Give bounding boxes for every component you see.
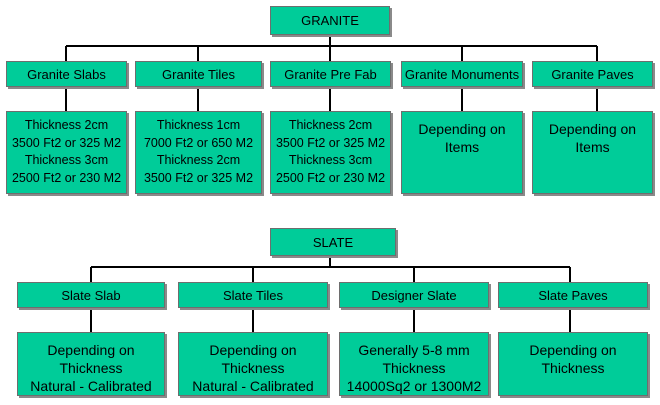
detail-line: Thickness (382, 360, 446, 376)
detail-line: Thickness (541, 360, 605, 376)
granite-category-label: Granite Paves (551, 66, 634, 82)
granite-category-box: Granite Paves (532, 61, 653, 87)
detail-line: Items (444, 139, 480, 155)
granite-category-label: Granite Slabs (27, 66, 106, 82)
detail-line: Depending on (548, 121, 637, 137)
slate-category-box: Slate Paves (498, 282, 648, 308)
detail-line: 7000 Ft2 or 650 M2 (143, 135, 254, 150)
detail-line: Thickness 2cm (288, 118, 373, 132)
granite-category-box: Granite Slabs (6, 61, 127, 87)
detail-line: Thickness (221, 360, 285, 376)
slate-category-box: Designer Slate (339, 282, 489, 308)
slate-detail-box: Generally 5-8 mm Thickness 14000Sq2 or 1… (339, 332, 489, 396)
detail-line: 14000Sq2 or 1300M2 (346, 378, 482, 394)
detail-line: Natural - Calibrated (192, 378, 314, 394)
granite-category-box: Granite Tiles (135, 61, 262, 87)
detail-line: 2500 Ft2 or 230 M2 (11, 170, 122, 185)
slate-category-label: Slate Slab (61, 287, 121, 303)
granite-root-box: GRANITE (270, 6, 390, 35)
detail-line: Natural - Calibrated (30, 378, 152, 394)
detail-line: Depending on (47, 342, 135, 358)
granite-category-label: Granite Monuments (404, 66, 520, 82)
slate-detail-box: Depending on Thickness Natural - Calibra… (178, 332, 328, 396)
granite-title: GRANITE (301, 13, 359, 28)
granite-detail-box: Thickness 2cm 3500 Ft2 or 325 M2 Thickne… (6, 111, 127, 194)
granite-detail-box: Thickness 2cm 3500 Ft2 or 325 M2 Thickne… (270, 111, 391, 194)
granite-category-box: Granite Pre Fab (270, 61, 391, 87)
detail-line: Thickness 1cm (156, 118, 241, 132)
granite-detail-box: Depending on Items (401, 111, 523, 194)
slate-category-box: Slate Slab (17, 282, 165, 308)
slate-category-label: Slate Tiles (223, 287, 283, 303)
slate-title: SLATE (312, 234, 354, 250)
slate-category-label: Slate Paves (538, 287, 608, 303)
detail-line: Thickness (59, 360, 123, 376)
slate-detail-box: Depending on Thickness (498, 332, 648, 396)
detail-line: 3500 Ft2 or 325 M2 (275, 135, 386, 150)
slate-detail-box: Depending on Thickness Natural - Calibra… (17, 332, 165, 396)
granite-category-box: Granite Monuments (401, 61, 523, 87)
slate-category-box: Slate Tiles (178, 282, 328, 308)
granite-detail-box: Depending on Items (532, 111, 653, 194)
slate-root-box: SLATE (270, 228, 396, 256)
detail-line: Depending on (209, 342, 297, 358)
detail-line: Thickness 3cm (288, 153, 373, 167)
detail-line: Items (575, 139, 610, 155)
detail-line: 3500 Ft2 or 325 M2 (143, 170, 254, 185)
detail-line: Generally 5-8 mm (358, 342, 470, 358)
detail-line: Depending on (529, 342, 617, 358)
detail-line: Thickness 3cm (24, 153, 109, 167)
detail-line: Depending on (418, 121, 506, 137)
granite-category-label: Granite Pre Fab (284, 66, 377, 82)
granite-category-label: Granite Tiles (162, 66, 235, 82)
granite-detail-box: Thickness 1cm 7000 Ft2 or 650 M2 Thickne… (135, 111, 262, 194)
detail-line: Thickness 2cm (156, 153, 241, 167)
detail-line: 2500 Ft2 or 230 M2 (275, 170, 386, 185)
detail-line: 3500 Ft2 or 325 M2 (11, 135, 122, 150)
detail-line: Thickness 2cm (24, 118, 109, 132)
slate-category-label: Designer Slate (371, 287, 457, 303)
